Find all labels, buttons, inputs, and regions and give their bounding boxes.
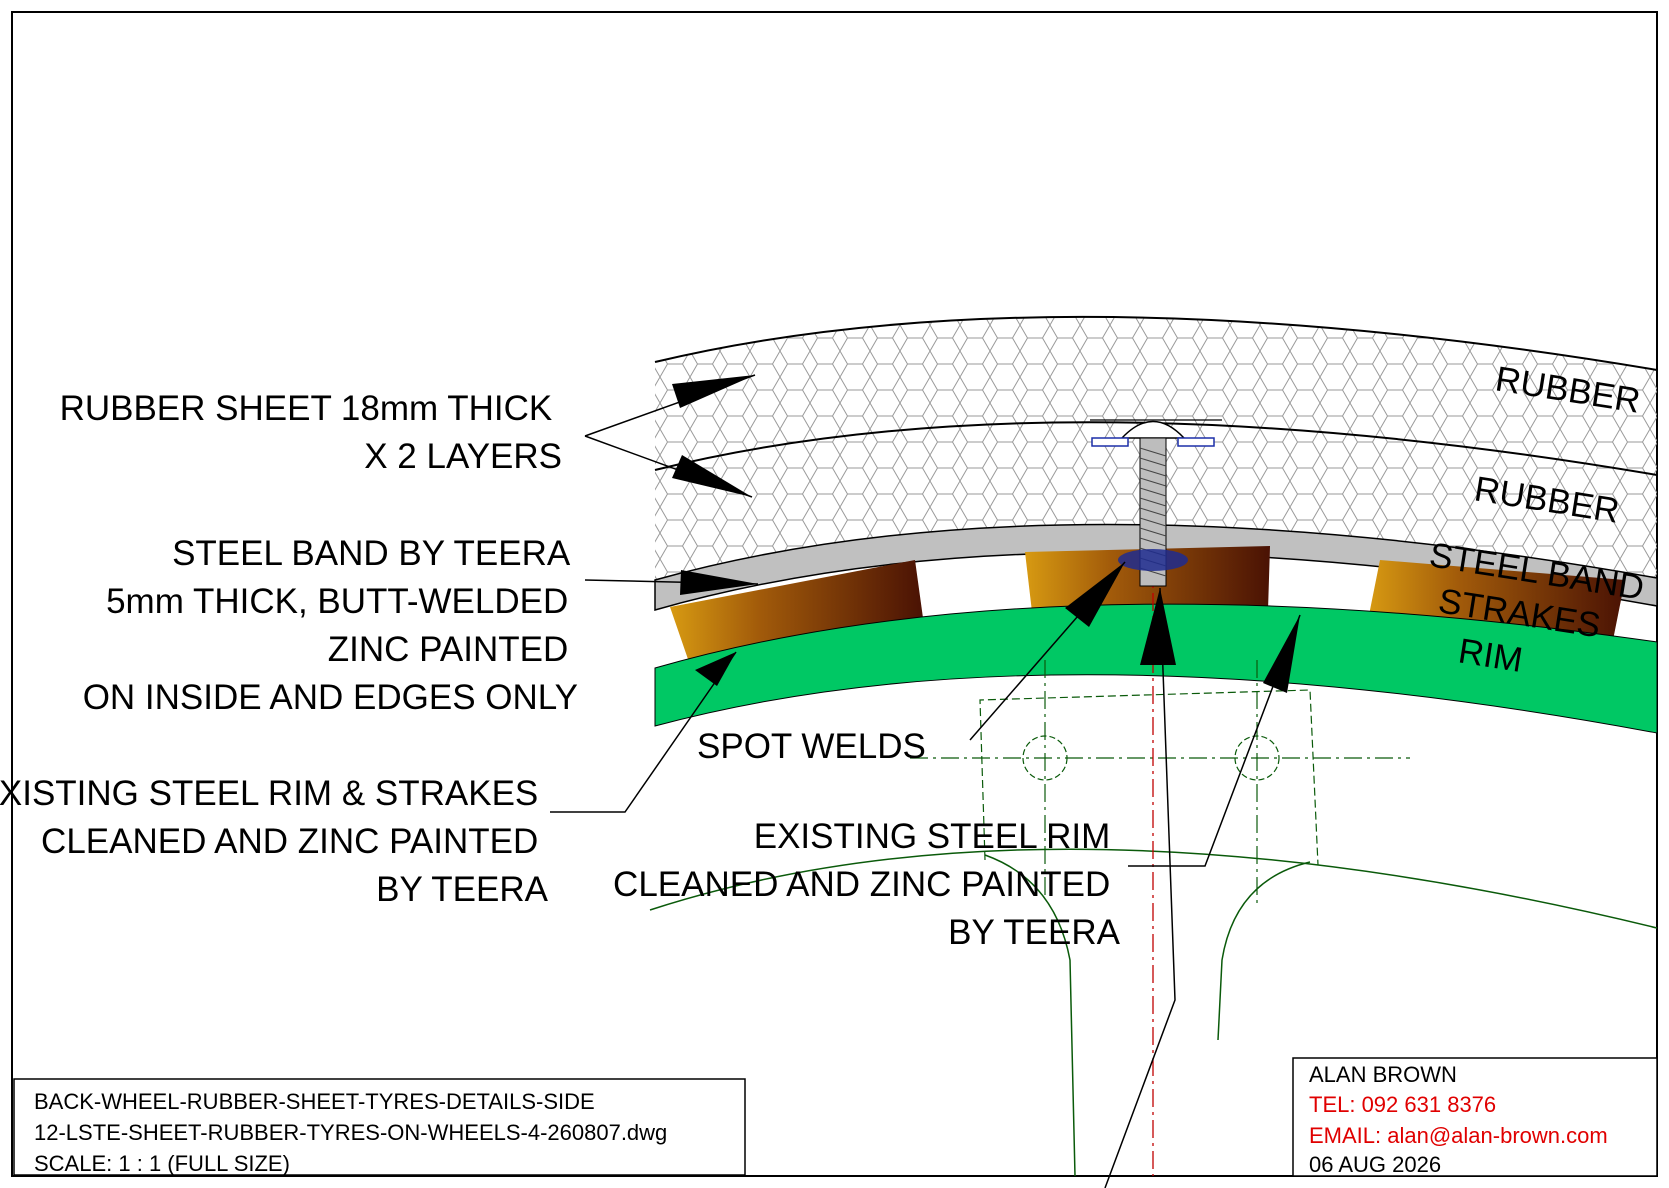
leader-bolt [1104,587,1176,1188]
arrow-spot-welds [1065,562,1125,627]
contact-name: ALAN BROWN [1309,1062,1457,1087]
arrow-rim-strakes [695,652,736,686]
arrow-existing-rim [1263,615,1300,693]
title-block-right [1292,1057,1658,1177]
drawing-scale: SCALE: 1 : 1 (FULL SIZE) [34,1151,290,1176]
arrowheads [672,375,1300,693]
leader-existing-rim-strakes [550,651,737,813]
existing-rim-line-1: EXISTING STEEL RIM [754,817,1111,856]
steel-band-line-2: 5mm THICK, BUTT-WELDED [106,582,568,621]
rubber-mid-edge [654,421,1658,476]
bolt [1090,419,1222,587]
existing-rim-strakes-label: EXISTING STEEL RIM & STRAKES CLEANED AND… [0,774,549,909]
bolt-hole-left [1022,735,1068,781]
rim-strakes-line-2: CLEANED AND ZINC PAINTED [41,822,538,861]
rubber-sheet-line-2: X 2 LAYERS [364,437,562,476]
steel-band-line-3: ZINC PAINTED [328,630,568,669]
rubber-sheet-label: RUBBER SHEET 18mm THICK X 2 LAYERS [60,389,562,476]
rubber-sheet-line-1: RUBBER SHEET 18mm THICK [60,389,553,428]
drawing-file-name: 12-LSTE-SHEET-RUBBER-TYRES-ON-WHEELS-4-2… [34,1120,667,1145]
arrow-bolt [1140,588,1176,665]
existing-rim-line-2: CLEANED AND ZINC PAINTED [613,865,1110,904]
arrow-steel-band [680,570,758,595]
spoke-outline-left [984,854,1076,1177]
title-block-left [13,1078,746,1176]
steel-band-label: STEEL BAND BY TEERA 5mm THICK, BUTT-WELD… [83,534,578,717]
arrow-rubber-upper [672,375,755,408]
rubber-outer-edge [654,315,1658,371]
existing-rim-label: EXISTING STEEL RIM CLEANED AND ZINC PAIN… [613,817,1121,952]
rim-strakes-line-3: BY TEERA [376,870,548,909]
steel-band-line-1: STEEL BAND BY TEERA [172,534,571,573]
rim [654,603,1658,734]
spot-welds-label: SPOT WELDS [697,727,926,766]
steel-band-line-4: ON INSIDE AND EDGES ONLY [83,678,578,717]
bracket-outline [979,689,1319,866]
arrow-rubber-lower [672,455,752,497]
existing-rim-line-3: BY TEERA [948,913,1120,952]
rubber-outer-layer [655,316,1657,475]
leader-existing-rim [1128,614,1301,867]
spoke-outline-right [1217,861,1311,1041]
drawing-title: BACK-WHEEL-RUBBER-SHEET-TYRES-DETAILS-SI… [34,1089,595,1114]
strake-left [670,560,923,665]
bolt-hole-right [1234,735,1280,781]
contact-date: 06 AUG 2026 [1309,1152,1441,1177]
contact-tel: TEL: 092 631 8376 [1309,1092,1496,1117]
contact-email: EMAIL: alan@alan-brown.com [1309,1123,1608,1148]
wheel-outline [649,848,1658,929]
rim-strakes-line-1: EXISTING STEEL RIM & STRAKES [0,774,538,813]
